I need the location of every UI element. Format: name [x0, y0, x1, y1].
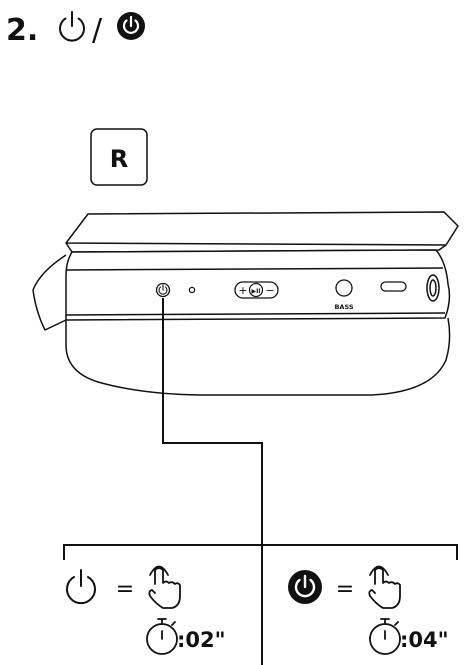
- stopwatch-icon: [369, 618, 401, 655]
- device-usb-port: [380, 281, 407, 292]
- device-bass-label: BASS: [334, 303, 353, 311]
- device-led: [188, 286, 196, 294]
- side-badge: [90, 128, 148, 186]
- separator-slash: /: [92, 13, 103, 48]
- side-label: R: [110, 145, 128, 173]
- finger-press-icon: [148, 565, 181, 609]
- step-number: 2.: [6, 13, 38, 48]
- earcup-illustration: [32, 211, 459, 396]
- finger-press-icon: [368, 565, 401, 609]
- power-on-duration: :02": [177, 628, 226, 652]
- callout-lines: [63, 298, 458, 665]
- power-off-icon: [288, 570, 322, 604]
- power-on-equals: =: [116, 577, 134, 602]
- device-play-pause: ▶II: [251, 288, 260, 295]
- power-icon: [59, 11, 85, 42]
- device-bass-button: [335, 279, 353, 297]
- device-volume-minus: −: [265, 284, 274, 297]
- power-on-icon: [66, 569, 96, 605]
- power-off-duration: :04": [400, 628, 449, 652]
- device-power-button: [155, 282, 171, 298]
- device-rocker: [234, 281, 279, 299]
- power-filled-icon: [117, 12, 145, 40]
- stopwatch-icon: [146, 618, 178, 655]
- device-volume-plus: +: [238, 284, 247, 297]
- power-off-equals: =: [336, 577, 354, 602]
